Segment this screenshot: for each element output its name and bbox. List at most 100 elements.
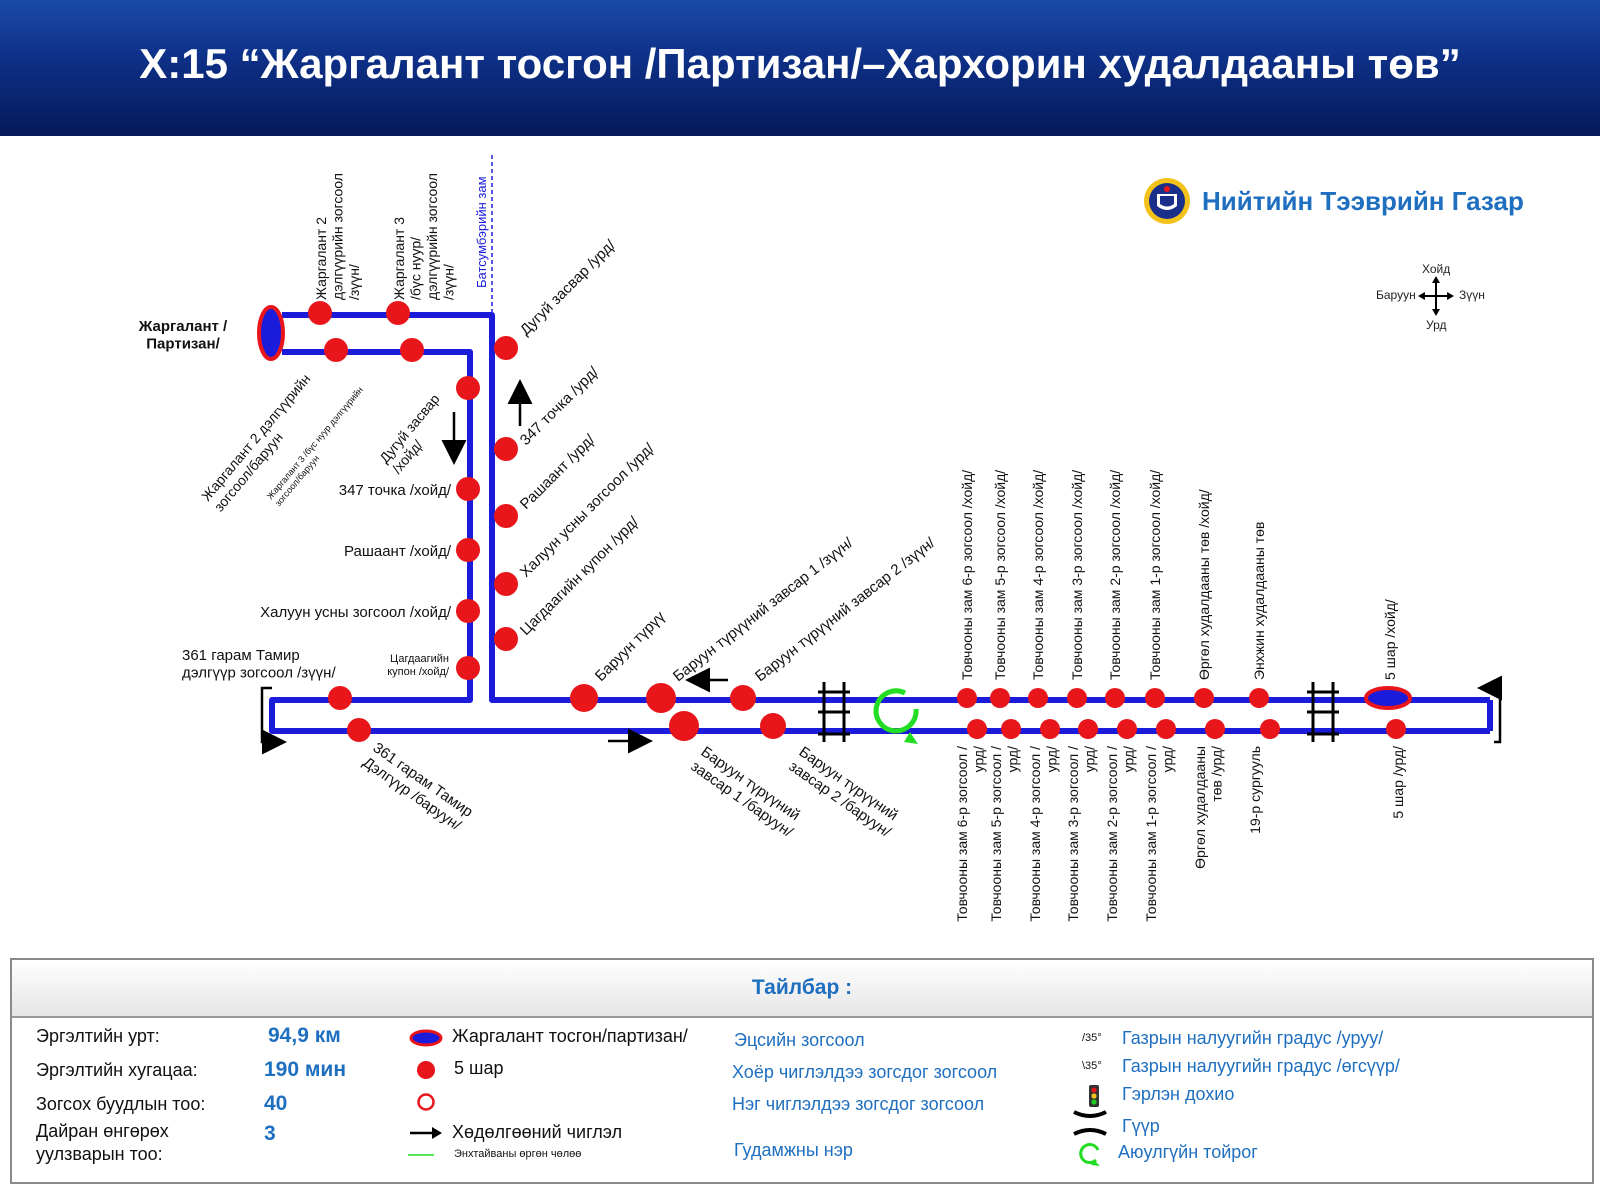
stop-vertical-west [456, 477, 480, 501]
stop-bottom-row [1260, 719, 1280, 739]
organization-badge: Нийтийн Тээврийн Газар [1142, 176, 1524, 226]
stop-vertical-west [456, 599, 480, 623]
stat-value: 94,9 км [268, 1024, 341, 1047]
roundabout-legend-icon [1079, 1143, 1100, 1166]
compass-west: Баруун [1376, 288, 1416, 302]
direction-arrow-icon [1477, 675, 1502, 744]
stop-label: Товчооны зам 3-р зогсоол /урд/ [1065, 746, 1098, 922]
stop-label: Өргөл худалдаанытөв /урд/ [1192, 746, 1225, 869]
compass-east: Зүүн [1459, 288, 1485, 302]
stat-value: 190 мин [264, 1058, 347, 1081]
stop-label: Өргөл худалдааны төв /хойд/ [1196, 489, 1212, 680]
stop-bottom-row [967, 719, 987, 739]
stop-label: Рашаант /хойд/ [344, 543, 452, 560]
stop-north-west [400, 338, 424, 362]
stop-label: Халуун усны зогсоол /хойд/ [260, 604, 452, 621]
stop-label: Товчооны зам 5-р зогсоол /хойд/ [992, 470, 1008, 680]
stop-top-row [646, 683, 676, 713]
stop-label: 19-р сургууль [1247, 746, 1263, 834]
legend-stop-type: Эцсийн зогсоол [734, 1030, 865, 1050]
stop-top-row [1249, 688, 1269, 708]
stop-bottom-row [1040, 719, 1060, 739]
stop-bottom-row [1001, 719, 1021, 739]
stop-vertical-west [456, 376, 480, 400]
stop-bottom-row [1386, 719, 1406, 739]
stop-label: Жаргалант 2 дэлгүүрийнзогсоол/баруун [198, 371, 326, 515]
legend-title: Тайлбар : [751, 976, 853, 999]
terminal-symbol-icon [409, 1029, 443, 1047]
street-label: Батсумбэрийн зам [474, 176, 489, 288]
stop-labels: Жаргалант /Партизан/Батсумбэрийн замЖарг… [138, 173, 1406, 922]
movement-arrow-icon [410, 1127, 442, 1139]
route-map: Жаргалант /Партизан/Батсумбэрийн замЖарг… [138, 155, 1502, 922]
stop-top-row [957, 688, 977, 708]
stop-label: Товчооны зам 4-р зогсоол /хойд/ [1030, 470, 1046, 680]
legend-roundabout: Аюулгүйн тойрог [1118, 1142, 1258, 1162]
stop-top-row [1194, 688, 1214, 708]
stat-value: 3 [264, 1122, 276, 1145]
stop-bottom-row [1205, 719, 1225, 739]
route-lines [269, 312, 1493, 734]
stop-top-row [990, 688, 1010, 708]
stop-symbol-icon [417, 1061, 435, 1079]
stop-label: 347 точка /хойд/ [339, 482, 452, 499]
terminal-stop [257, 305, 285, 361]
legend-header: Тайлбар : [12, 960, 1592, 1018]
stops [308, 301, 1406, 742]
stop-label: Товчооны зам 3-р зогсоол /хойд/ [1069, 470, 1085, 680]
page-title: Х:15 “Жаргалант тосгон /Партизан/–Хархор… [139, 40, 1461, 87]
legend-stop-type: Нэг чиглэлдээ зогсдог зогсоол [732, 1094, 985, 1114]
stop-top-row [1105, 688, 1125, 708]
legend-slope-down: Газрын налуугийн градус /өгсүүр/ [1122, 1056, 1400, 1076]
compass-north: Хойд [1422, 262, 1451, 276]
stop-label: Баруун түрүүнийзавсар 2 /баруун/ [786, 743, 905, 841]
compass-rose: Хойд Баруун Зүүн Урд [1376, 262, 1508, 342]
stop-loop-west [328, 686, 352, 710]
bridge-icon [1307, 682, 1339, 742]
stat-label: Эргэлтийн хугацаа: [36, 1060, 198, 1080]
stop-label: Товчооны зам 6-р зогсоол /урд/ [954, 746, 987, 922]
stop-label: Баруун түрүүний завсар 2 /зүүн/ [752, 534, 939, 685]
organization-logo-icon [1144, 178, 1190, 224]
route-line-south-return [269, 349, 1490, 734]
stop-vertical-east [494, 504, 518, 528]
stop-label: Жаргалант 3/бүс нуур/дэлгүүрийн зогсоол/… [391, 173, 457, 300]
stop-bottom-row [1117, 719, 1137, 739]
legend-stop-type: Гудамжны нэр [734, 1140, 853, 1160]
stop-loop-west [347, 718, 371, 742]
stop-bottom-row [1078, 719, 1098, 739]
stop-bottom-row [1156, 719, 1176, 739]
one-way-stop-icon [417, 1093, 435, 1111]
stop-label: Дугуй засвар/хойд/ [376, 391, 455, 477]
stat-label: Эргэлтийн урт: [36, 1026, 160, 1046]
stat-label: Дайран өнгөрөх уулзварын тоо: [36, 1121, 169, 1164]
stop-vertical-west [456, 538, 480, 562]
slope-up-mark: /35° [1082, 1032, 1102, 1044]
stop-label: 5 шар /урд/ [1390, 746, 1406, 819]
slope-down-mark: \35° [1082, 1060, 1102, 1072]
stop-north-west [324, 338, 348, 362]
stop-label: Товчооны зам 6-р зогсоол /хойд/ [959, 470, 975, 680]
stop-label: 361 гарам ТамирДэлгүүр /баруун/ [360, 739, 476, 835]
stop-bottom-row [760, 713, 786, 739]
stop-label: Цагдаагийн купон /урд/ [517, 513, 643, 639]
stop-vertical-east [494, 336, 518, 360]
legend-panel: Тайлбар : Эргэлтийн урт: 94,9 км Эргэлти… [10, 958, 1594, 1184]
route-line-north-outbound [282, 312, 1490, 703]
stop-label: Баруун түрүү [592, 608, 669, 685]
stop-label: Товчооны зам 5-р зогсоол /урд/ [988, 746, 1021, 922]
stop-label: Товчооны зам 2-р зогсоол /хойд/ [1107, 470, 1123, 680]
stop-label: Баруун түрүүнийзавсар 1 /баруун/ [688, 743, 807, 841]
stat-label: Зогсох буудлын тоо: [36, 1094, 206, 1114]
stop-label: Товчооны зам 4-р зогсоол /урд/ [1027, 746, 1060, 922]
stop-label: Дугуй засвар /урд/ [517, 236, 620, 339]
legend-terminal: Жаргалант тосгон/партизан/ [452, 1026, 688, 1046]
legend-slope-up: Газрын налуугийн градус /уруу/ [1122, 1028, 1384, 1048]
terminal-label: Жаргалант /Партизан/ [138, 318, 228, 353]
legend-movement: Хөдөлгөөний чиглэл [452, 1122, 623, 1142]
roundabout-icon [873, 688, 919, 744]
stop-vertical-east [494, 627, 518, 651]
legend-stop-type: Хоёр чиглэлдээ зогсдог зогсоол [732, 1062, 998, 1082]
